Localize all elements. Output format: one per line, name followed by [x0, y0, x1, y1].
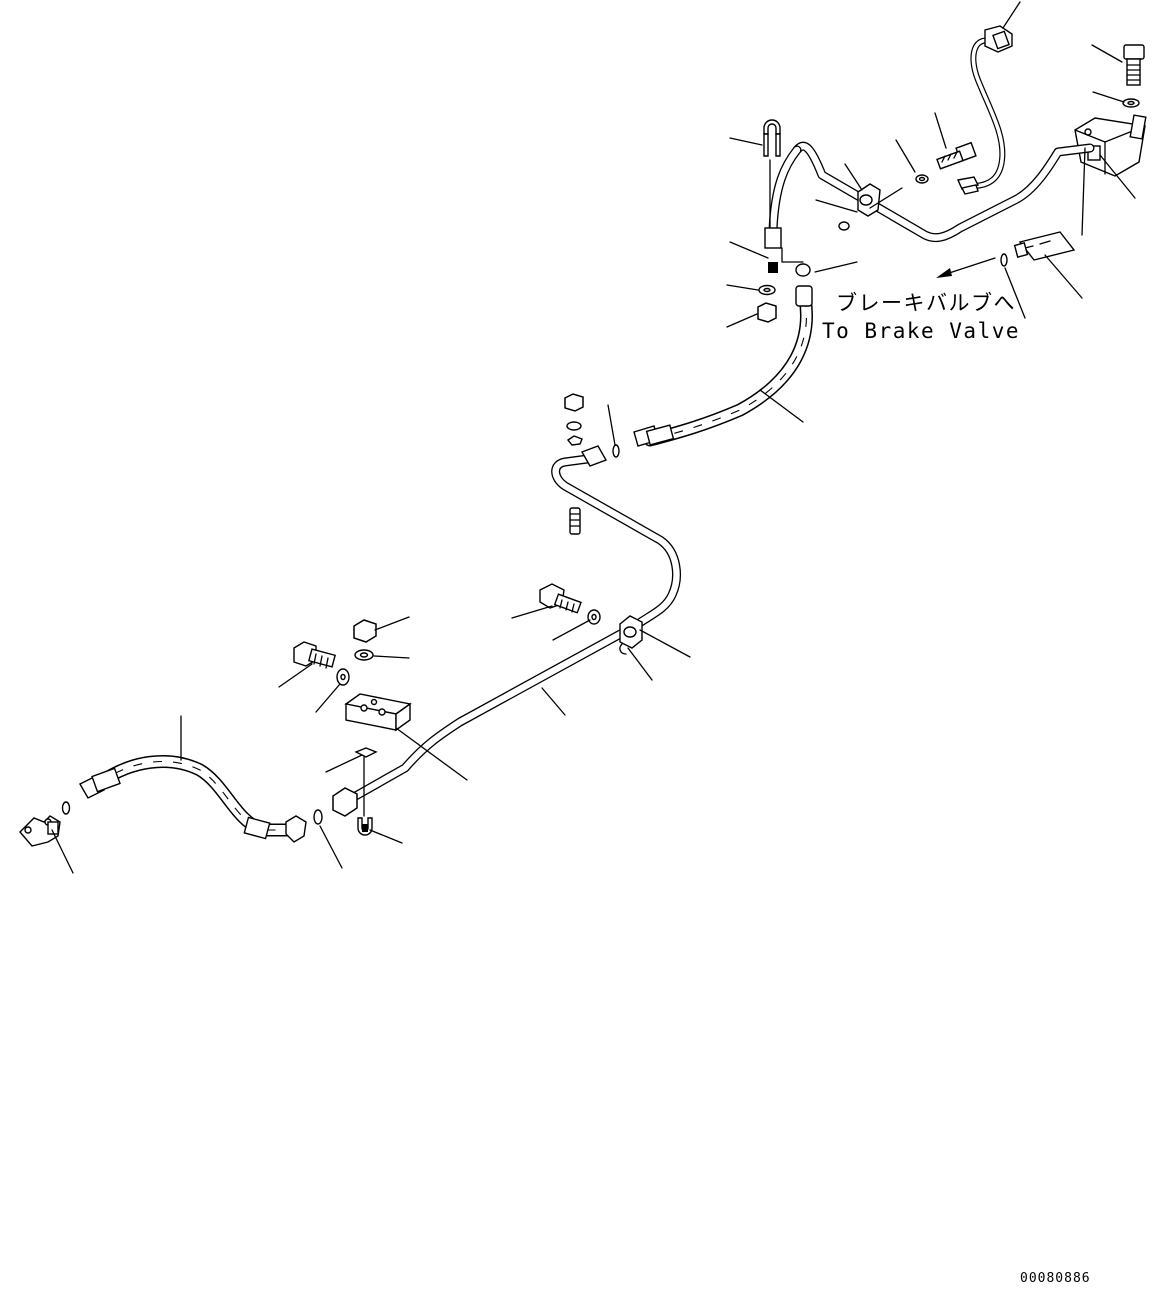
to-brake-valve-arrow [936, 257, 996, 278]
bolt-lower [293, 641, 337, 669]
o-ring-middle [612, 444, 620, 458]
steel-tube-upper-right [768, 141, 1095, 243]
retainer-plate [354, 747, 378, 758]
u-clip-lower [357, 817, 373, 836]
u-bolt-upper [763, 119, 781, 157]
leader-lines [51, 1, 1136, 874]
nut-lower [353, 619, 377, 643]
union-fitting-upper [764, 227, 782, 249]
o-ring-lower [313, 809, 323, 825]
steel-tube-long [332, 445, 681, 817]
check-valve-fitting [1013, 231, 1076, 261]
plug-ring [795, 263, 811, 277]
annotation-english: To Brake Valve [822, 319, 1020, 343]
flexible-hose-middle [633, 285, 813, 447]
mounting-bracket-block [1074, 114, 1147, 177]
nut-upper [757, 302, 777, 323]
flange-fitting [19, 815, 61, 847]
pressure-switch-with-harness [957, 25, 1013, 195]
mounting-bracket-lower [344, 693, 412, 732]
o-ring-right [1000, 253, 1008, 267]
collar-upper [838, 221, 850, 231]
annotation-japanese: ブレーキバルブへ [836, 291, 1016, 315]
clamp-bolt-middle [539, 583, 582, 614]
tube-clamp-middle [619, 615, 643, 655]
clamp-bolt-upper [936, 141, 977, 170]
o-ring-far-left [61, 801, 71, 815]
flexible-hose-lower [79, 755, 307, 843]
top-bolt [1123, 44, 1145, 86]
drawing-code: 00080886 [1020, 1271, 1091, 1286]
small-parts-stack-middle [564, 393, 584, 535]
tube-clamp-upper [857, 183, 881, 217]
